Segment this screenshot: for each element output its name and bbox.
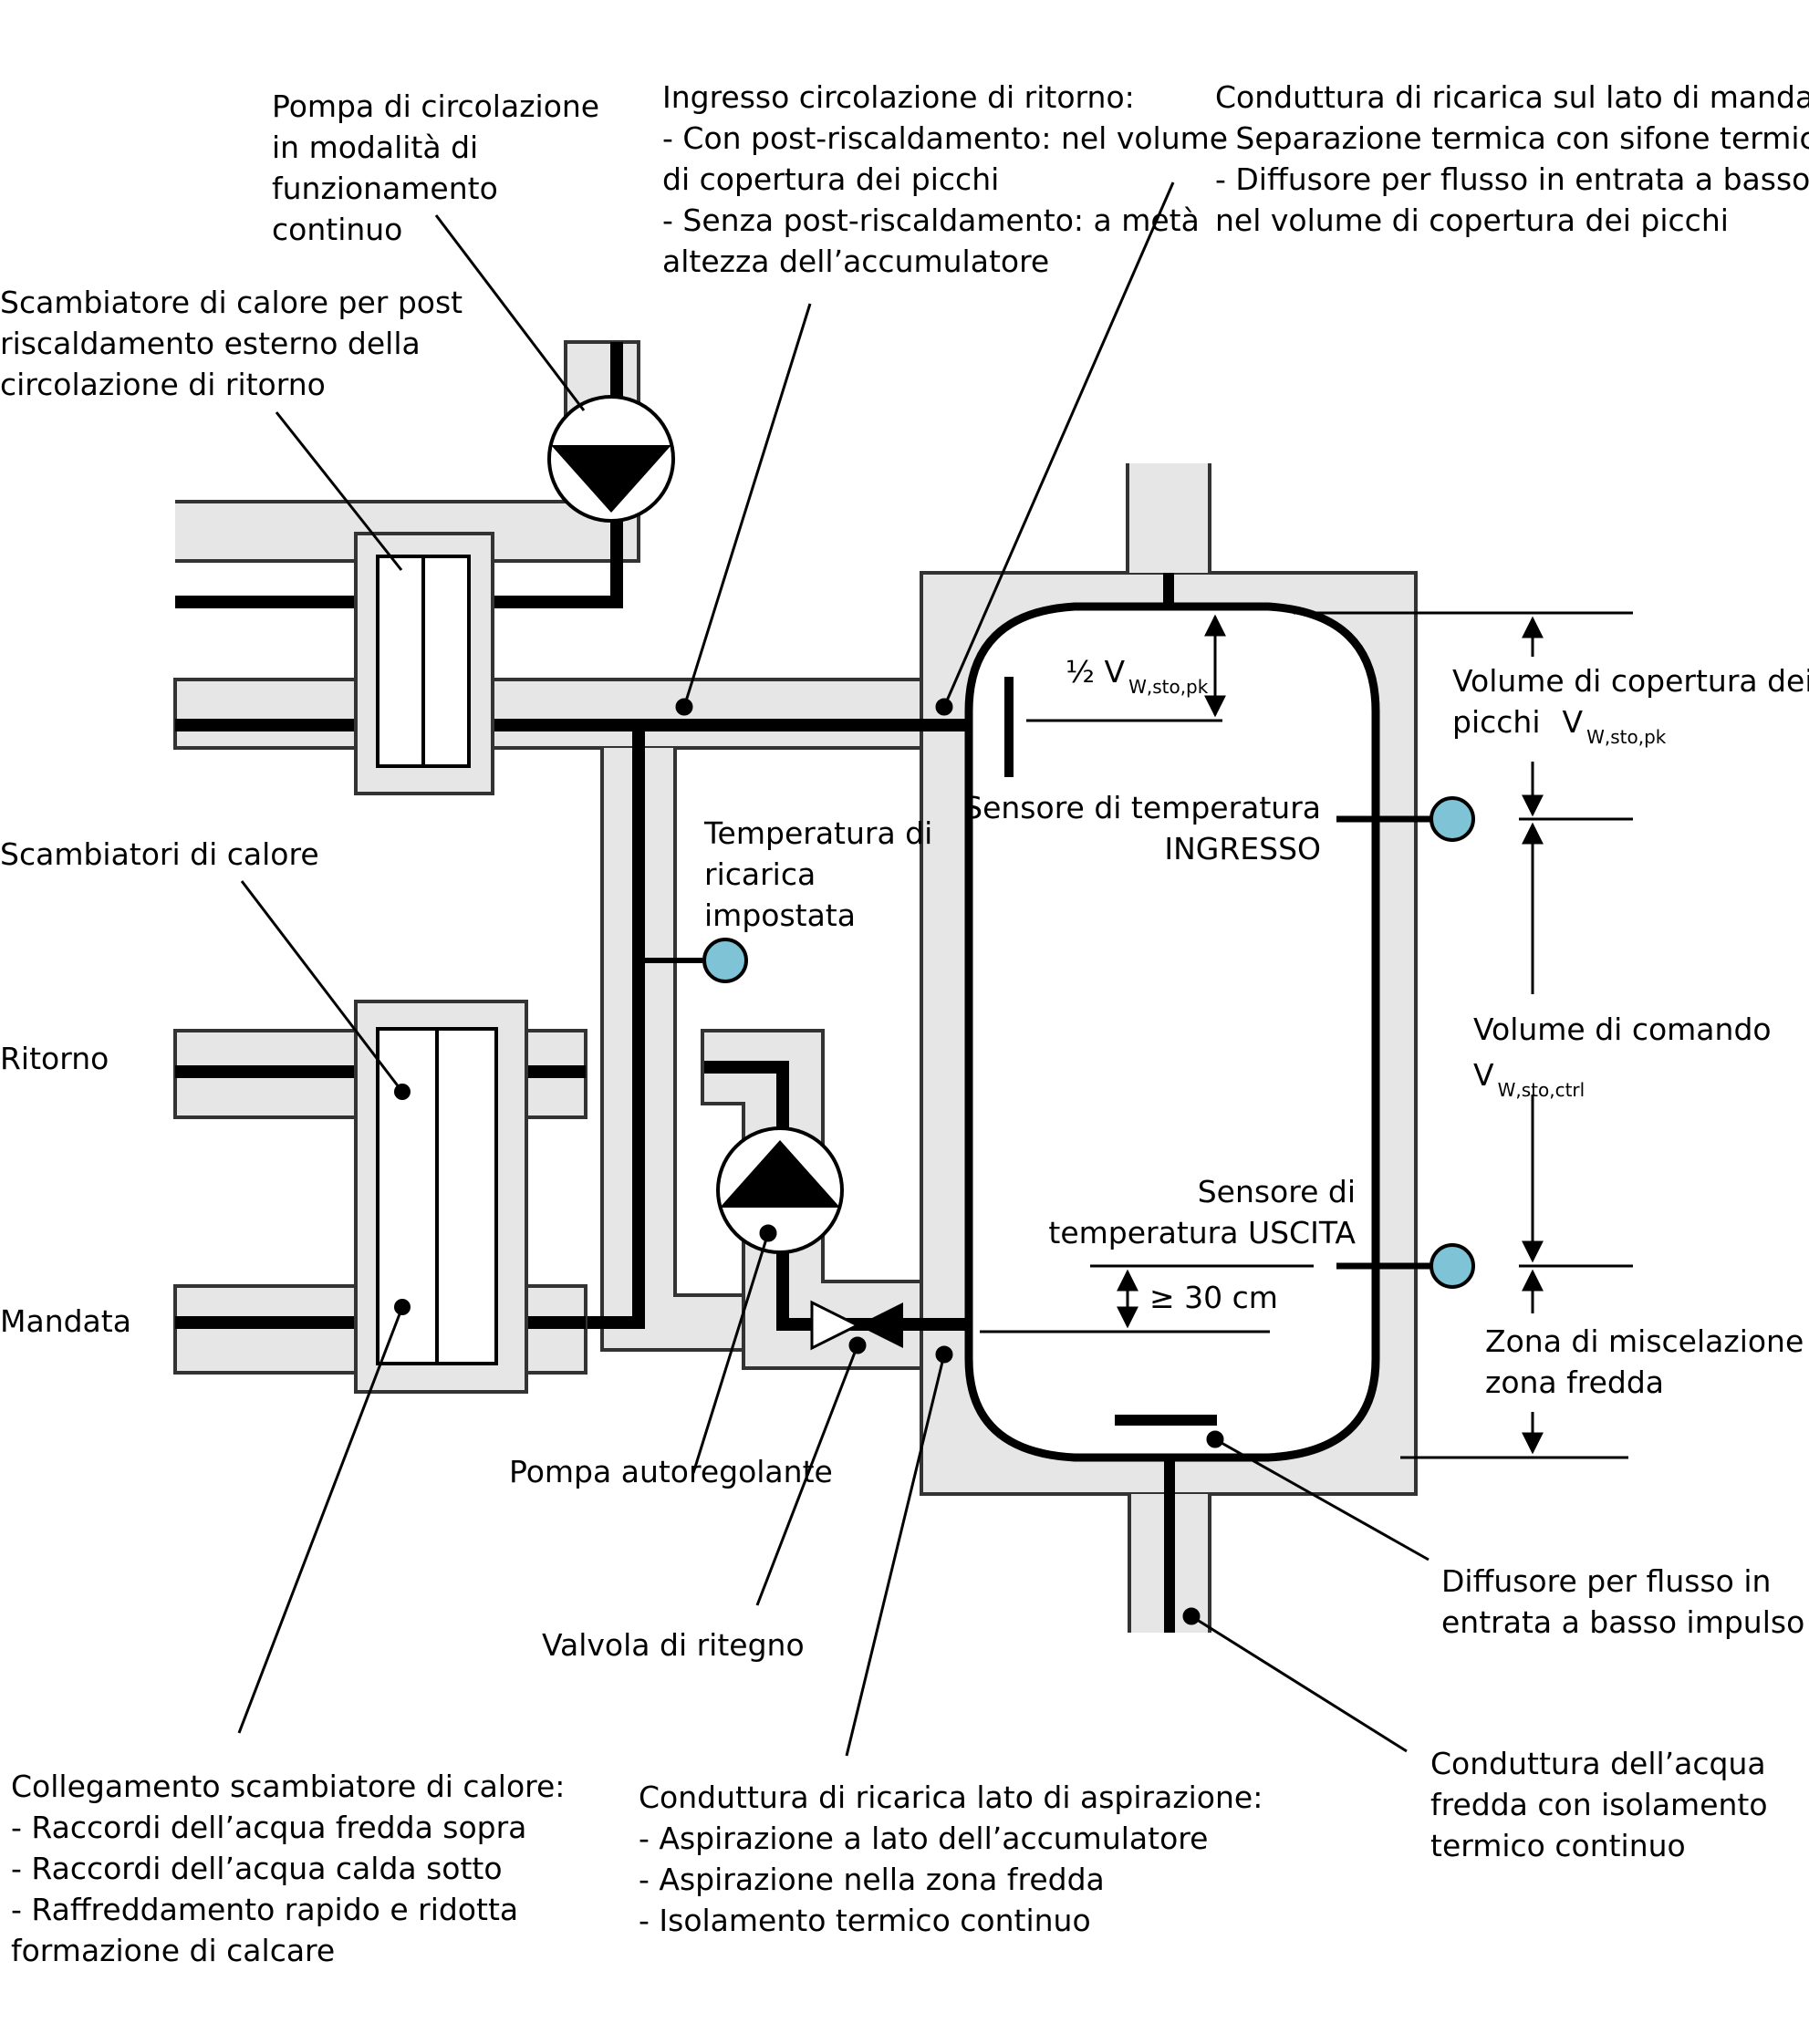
label-charge-temp-3: impostata [704,897,856,933]
label-cold-water-3: termico continuo [1430,1828,1686,1863]
label-cold-water-1: Conduttura dell’acqua [1430,1746,1766,1781]
main-heat-exchanger [354,1000,528,1394]
label-check-valve: Valvola di ritegno [542,1627,805,1663]
label-sensor-in-2: INGRESSO [1164,831,1321,866]
label-suction-charge-1: Conduttura di ricarica lato di aspirazio… [639,1779,1263,1815]
self-regulating-pump [716,1126,844,1254]
post-heating-heat-exchanger [354,532,494,795]
label-return: Ritorno [0,1041,109,1076]
label-return-inlet-2: - Con post-riscaldamento: nel volume [662,120,1228,156]
label-charge-temp-2: ricarica [704,856,816,892]
label-mixing-zone-1: Zona di miscelazione / [1485,1323,1809,1359]
label-min-distance: ≥ 30 cm [1149,1280,1278,1315]
leader-lines [237,182,1430,1757]
label-diffuser-1: Diffusore per flusso in [1441,1563,1771,1599]
label-suction-charge-3: - Aspirazione nella zona fredda [639,1862,1105,1897]
circulation-pump [547,395,675,523]
label-supply: Mandata [0,1303,131,1339]
label-heat-exchangers: Scambiatori di calore [0,836,319,872]
label-cold-water-2: fredda con isolamento [1430,1787,1768,1822]
sensor-out [1336,1243,1475,1289]
label-return-inlet-5: altezza dell’accumulatore [662,244,1049,279]
label-hx-connection-4: - Raffreddamento rapido e ridotta [11,1892,518,1927]
label-sensor-out-2: temperatura USCITA [1048,1215,1356,1250]
label-charge-temp-1: Temperatura di [703,815,932,851]
label-hx-post-3: circolazione di ritorno [0,367,326,402]
label-suction-charge-2: - Aspirazione a lato dell’accumulatore [639,1821,1208,1856]
label-hx-post-1: Scambiatore di calore per post [0,285,463,320]
label-suction-charge-4: - Isolamento termico continuo [639,1903,1091,1938]
storage-tank [920,571,1418,1496]
label-mixing-zone-2: zona fredda [1485,1364,1664,1400]
label-hx-connection-2: - Raccordi dell’acqua fredda sopra [11,1810,526,1845]
label-return-inlet-1: Ingresso circolazione di ritorno: [662,79,1135,115]
sensor-in [1336,796,1475,842]
label-pump-circ-3: funzionamento [272,171,498,206]
label-self-reg-pump: Pompa autoregolante [509,1454,833,1489]
label-sensor-in-1: Sensore di temperatura [963,790,1321,825]
label-hx-connection-1: Collegamento scambiatore di calore: [11,1769,565,1804]
label-hx-connection-3: - Raccordi dell’acqua calda sotto [11,1851,503,1886]
tank-vessel [964,602,1380,1462]
label-diffuser-2: entrata a basso impulso [1441,1604,1804,1640]
label-peak-volume-1: Volume di copertura dei [1452,663,1809,699]
label-charge-supply-3: - Diffusore per flusso in entrata a bass… [1215,161,1809,197]
tank-top-pipe [1126,463,1211,609]
label-hx-connection-5: formazione di calcare [11,1933,335,1968]
label-charge-supply-4: nel volume di copertura dei picchi [1215,202,1729,238]
label-pump-circ-1: Pompa di circolazione [272,88,599,124]
label-return-inlet-4: - Senza post-riscaldamento: a metà [662,202,1200,238]
label-charge-supply-1: Conduttura di ricarica sul lato di manda… [1215,79,1809,115]
label-sensor-out-1: Sensore di [1198,1174,1356,1209]
charge-temperature-sensor [639,938,748,983]
label-control-volume-1: Volume di comando [1473,1012,1772,1047]
label-pump-circ-4: continuo [272,212,402,247]
label-charge-supply-2: - Separazione termica con sifone termico [1215,120,1809,156]
check-valve [810,1300,903,1351]
dimension-lines [1026,611,1633,1459]
label-hx-post-2: riscaldamento esterno della [0,326,421,361]
label-pump-circ-2: in modalità di [272,130,478,165]
label-return-inlet-3: di copertura dei picchi [662,161,999,197]
